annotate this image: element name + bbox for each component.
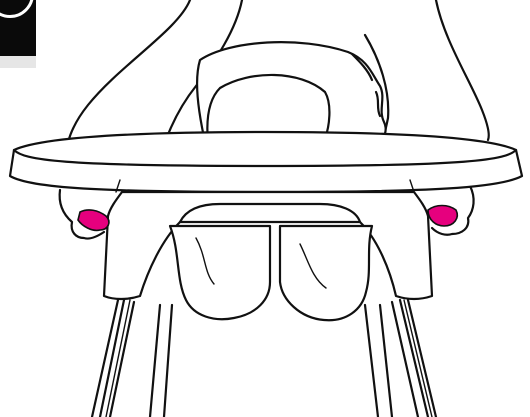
- tray: [8, 130, 524, 194]
- chair-legs: [90, 298, 438, 417]
- seat-liner: [168, 224, 374, 322]
- seat-body: [102, 190, 434, 301]
- seat-back: [196, 41, 387, 144]
- step-number-badge: [0, 0, 36, 56]
- step-badge-shadow: [0, 56, 36, 68]
- tray-release-clips: [77, 204, 459, 232]
- left-arm: [58, 0, 244, 240]
